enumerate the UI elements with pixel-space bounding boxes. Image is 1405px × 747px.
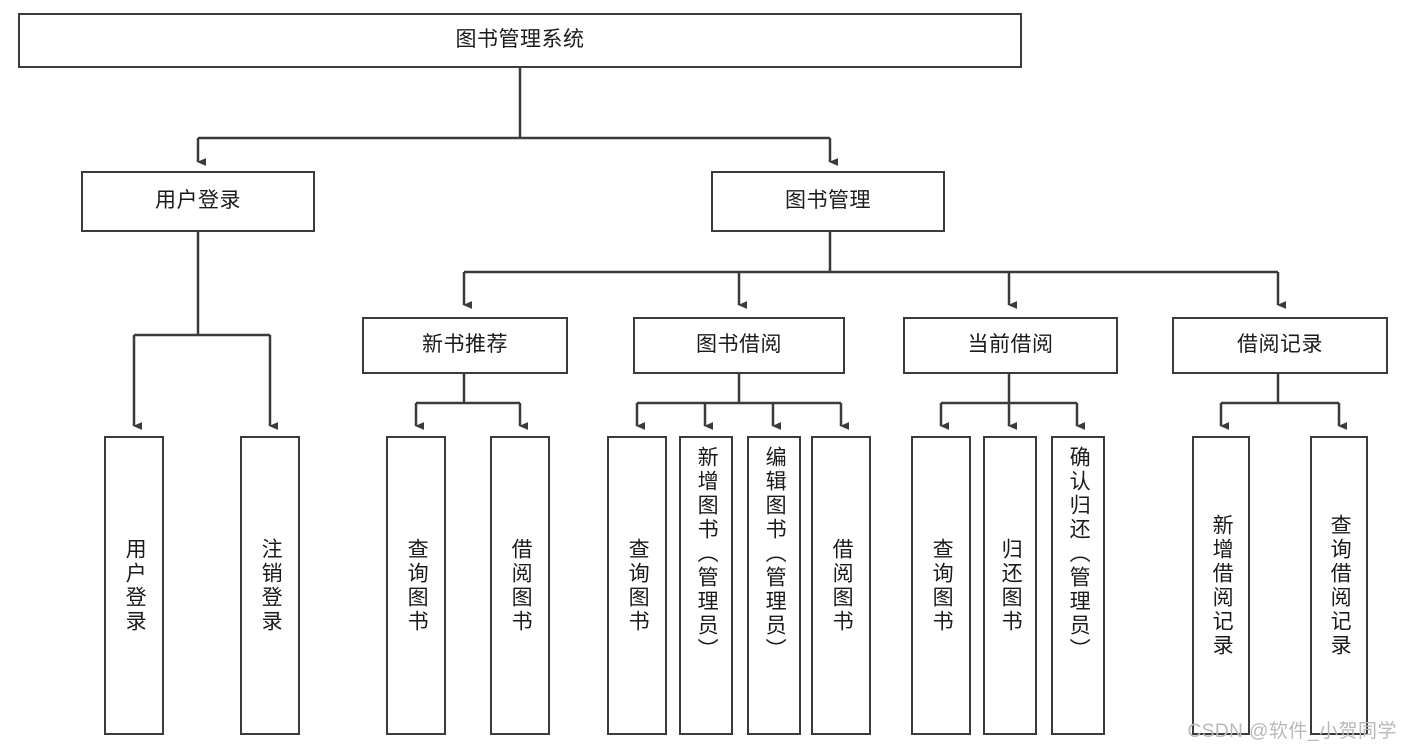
node-book-management[interactable]: 图书管理 [711, 171, 945, 232]
node-leaf-edit-book-label: 编辑图书（管理员） [763, 446, 787, 662]
node-current-borrow-label: 当前借阅 [967, 333, 1054, 357]
node-leaf-add-book[interactable]: 新增图书（管理员） [679, 436, 733, 735]
node-leaf-return-book-label: 归还图书 [999, 537, 1023, 634]
node-leaf-query-book-3[interactable]: 查询图书 [911, 436, 971, 735]
node-leaf-query-book-1[interactable]: 查询图书 [386, 436, 446, 735]
node-book-management-label: 图书管理 [785, 189, 871, 213]
node-book-borrow-label: 图书借阅 [696, 333, 782, 357]
node-leaf-query-book-3-label: 查询图书 [930, 537, 954, 634]
node-book-borrow[interactable]: 图书借阅 [633, 317, 845, 374]
node-user-login[interactable]: 用户登录 [81, 171, 315, 232]
node-leaf-logout-login-label: 注销登录 [259, 537, 283, 634]
node-borrow-record[interactable]: 借阅记录 [1172, 317, 1388, 374]
node-current-borrow[interactable]: 当前借阅 [903, 317, 1118, 374]
node-leaf-add-record[interactable]: 新增借阅记录 [1192, 436, 1250, 735]
node-leaf-query-record-label: 查询借阅记录 [1328, 513, 1352, 658]
node-borrow-record-label: 借阅记录 [1237, 333, 1323, 357]
node-leaf-query-book-2[interactable]: 查询图书 [607, 436, 667, 735]
node-new-book-recommend[interactable]: 新书推荐 [362, 317, 568, 374]
node-leaf-confirm-return[interactable]: 确认归还（管理员） [1051, 436, 1105, 735]
node-leaf-borrow-book-2-label: 借阅图书 [830, 537, 854, 634]
node-leaf-logout-login[interactable]: 注销登录 [240, 436, 300, 735]
node-leaf-edit-book[interactable]: 编辑图书（管理员） [747, 436, 801, 735]
node-new-book-recommend-label: 新书推荐 [422, 333, 508, 357]
node-root-label: 图书管理系统 [455, 28, 585, 52]
node-leaf-borrow-book-1[interactable]: 借阅图书 [490, 436, 550, 735]
node-leaf-user-login[interactable]: 用户登录 [104, 436, 164, 735]
node-leaf-borrow-book-1-label: 借阅图书 [509, 537, 533, 634]
node-leaf-add-book-label: 新增图书（管理员） [695, 446, 719, 662]
node-leaf-user-login-label: 用户登录 [123, 537, 147, 634]
node-leaf-confirm-return-label: 确认归还（管理员） [1067, 446, 1091, 662]
node-leaf-return-book[interactable]: 归还图书 [983, 436, 1037, 735]
node-leaf-add-record-label: 新增借阅记录 [1210, 513, 1234, 658]
node-leaf-borrow-book-2[interactable]: 借阅图书 [811, 436, 871, 735]
node-leaf-query-record[interactable]: 查询借阅记录 [1310, 436, 1368, 735]
node-user-login-label: 用户登录 [155, 189, 241, 213]
node-leaf-query-book-1-label: 查询图书 [405, 537, 429, 634]
node-root[interactable]: 图书管理系统 [18, 13, 1022, 68]
node-leaf-query-book-2-label: 查询图书 [626, 537, 650, 634]
